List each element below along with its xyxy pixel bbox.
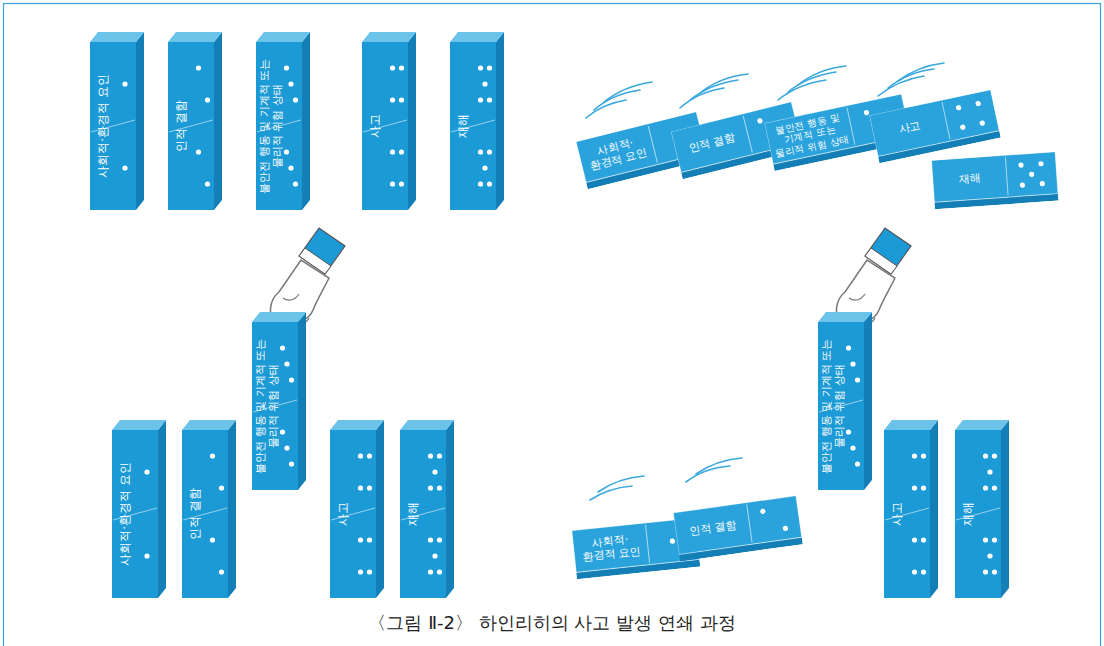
- domino: 인적 결함: [673, 495, 803, 561]
- domino: 인적 결함: [182, 420, 236, 598]
- domino-label: 불안전 행동 및 기계적 또는 물리적 위험 상태: [258, 49, 284, 203]
- domino-label: 불안전 행동 및 기계적 또는 물리적 위험 상태: [820, 329, 846, 483]
- domino-label: 사회적·환경적 요인: [96, 49, 110, 203]
- domino-label: 인적 결함: [676, 502, 749, 553]
- domino: 불안전 행동 및 기계적 또는 물리적 위험 상태: [252, 312, 306, 490]
- domino: 재해: [955, 420, 1009, 598]
- domino: 재해: [450, 32, 504, 210]
- domino: 사고: [362, 32, 416, 210]
- domino-label: 사고: [336, 437, 350, 591]
- domino-label: 사회적·환경적 요인: [575, 523, 647, 572]
- domino-label: 사고: [890, 437, 904, 591]
- domino-label: 인적 결함: [174, 49, 188, 203]
- domino: 재해: [400, 420, 454, 598]
- domino: 사회적·환경적 요인: [112, 420, 166, 598]
- domino: 사회적·환경적 요인: [90, 32, 144, 210]
- domino-label: 재해: [961, 437, 975, 591]
- domino-label: 인적 결함: [188, 437, 202, 591]
- domino: 사고: [884, 420, 938, 598]
- domino-label: 재해: [934, 155, 1005, 202]
- frame: [4, 4, 1101, 646]
- domino-label: 재해: [406, 437, 420, 591]
- domino-label: 재해: [456, 49, 470, 203]
- domino-label: 불안전 행동 및 기계적 또는 물리적 위험 상태: [254, 329, 280, 483]
- domino: 사고: [330, 420, 384, 598]
- domino-label: 사고: [368, 49, 382, 203]
- domino: 재해: [931, 151, 1058, 209]
- domino: 불안전 행동 및 기계적 또는 물리적 위험 상태: [256, 32, 310, 210]
- domino-label: 사회적·환경적 요인: [118, 437, 132, 591]
- domino-shape: [931, 151, 1058, 209]
- domino: 불안전 행동 및 기계적 또는 물리적 위험 상태: [818, 312, 872, 490]
- figure-caption: 〈그림 Ⅱ-2〉 하인리히의 사고 발생 연쇄 과정: [0, 611, 1104, 635]
- domino: 인적 결함: [168, 32, 222, 210]
